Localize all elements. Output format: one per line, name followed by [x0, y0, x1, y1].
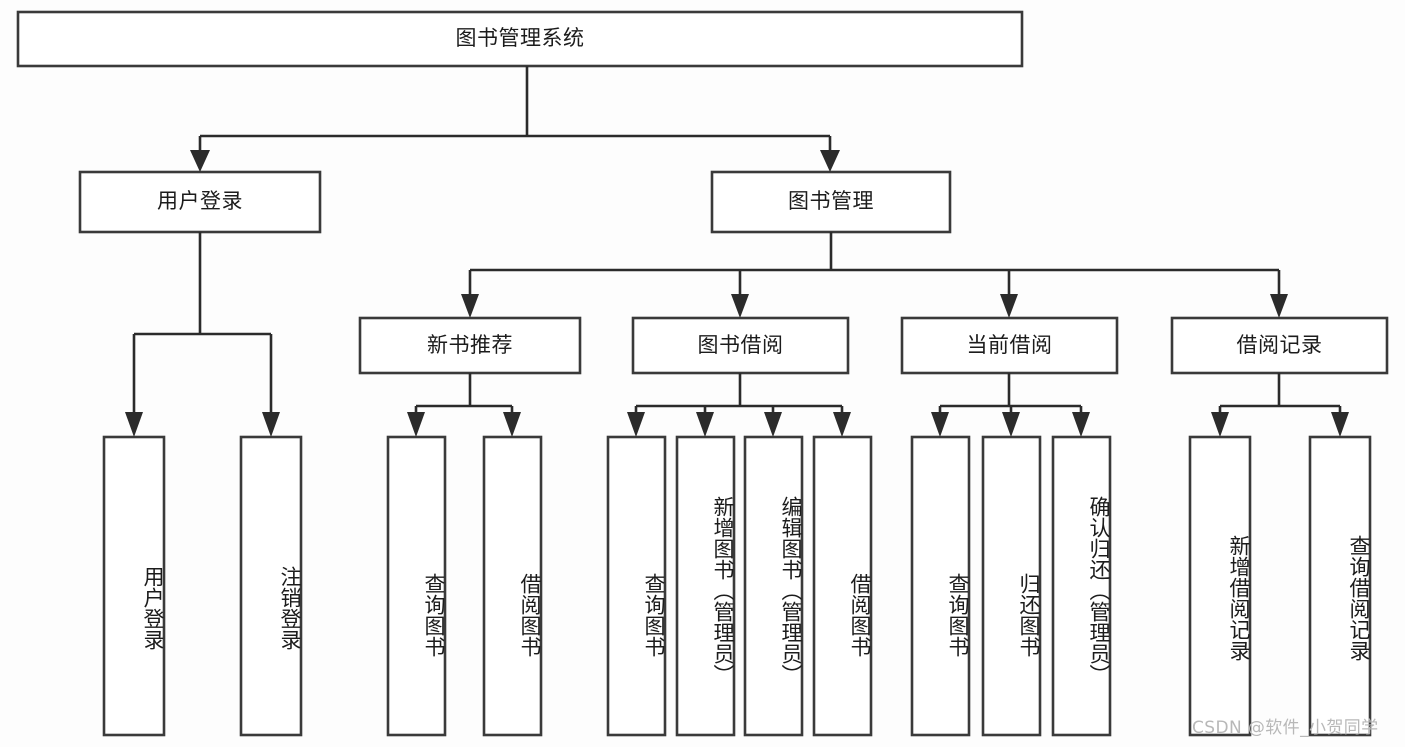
node-box-user-login[interactable]: [78, 170, 322, 234]
node-box-leaf-confirm-return[interactable]: [1051, 435, 1112, 737]
node-box-leaf-user-login[interactable]: [102, 435, 166, 737]
node-box-current-borrow[interactable]: [900, 316, 1119, 375]
arrowhead-leaf-logout: [262, 412, 280, 437]
csdn-watermark: CSDN @软件_小贺同学: [1192, 718, 1379, 738]
node-box-root[interactable]: [16, 10, 1024, 68]
arrowhead-leaf-query-book-3: [931, 412, 949, 437]
arrowhead-leaf-confirm-return: [1072, 412, 1090, 437]
arrowhead-leaf-add-book: [696, 412, 714, 437]
arrowhead-leaf-user-login: [125, 412, 143, 437]
node-box-book-borrow[interactable]: [631, 316, 850, 375]
node-box-book-management[interactable]: [710, 170, 952, 234]
arrowhead-leaf-return-book: [1002, 412, 1020, 437]
arrowhead-leaf-edit-book: [764, 412, 782, 437]
arrowhead-current-borrow: [1000, 294, 1018, 318]
node-box-leaf-logout[interactable]: [239, 435, 303, 737]
arrowhead-book-management: [820, 150, 840, 172]
node-box-leaf-return-book[interactable]: [981, 435, 1042, 737]
arrowhead-leaf-query-book-1: [407, 412, 425, 437]
arrowhead-leaf-borrow-book-1: [503, 412, 521, 437]
node-box-leaf-add-book[interactable]: [675, 435, 736, 737]
node-box-leaf-borrow-book-2[interactable]: [812, 435, 873, 737]
node-box-leaf-edit-book[interactable]: [743, 435, 804, 737]
arrowhead-leaf-borrow-book-2: [833, 412, 851, 437]
node-box-leaf-borrow-book-1[interactable]: [482, 435, 543, 737]
node-box-leaf-query-book-1[interactable]: [386, 435, 447, 737]
arrowhead-borrow-record: [1270, 294, 1288, 318]
arrowhead-new-book-recommend: [461, 294, 479, 318]
arrowhead-user-login: [190, 150, 210, 172]
arrowhead-leaf-add-record: [1211, 412, 1229, 437]
node-box-new-book-recommend[interactable]: [358, 316, 582, 375]
node-box-leaf-query-record[interactable]: [1308, 435, 1372, 737]
node-box-leaf-query-book-3[interactable]: [910, 435, 971, 737]
node-box-borrow-record[interactable]: [1170, 316, 1389, 375]
node-box-leaf-query-book-2[interactable]: [606, 435, 667, 737]
arrowhead-leaf-query-record: [1331, 412, 1349, 437]
arrowhead-leaf-query-book-2: [627, 412, 645, 437]
node-box-leaf-add-record[interactable]: [1188, 435, 1252, 737]
arrowhead-book-borrow: [731, 294, 749, 318]
